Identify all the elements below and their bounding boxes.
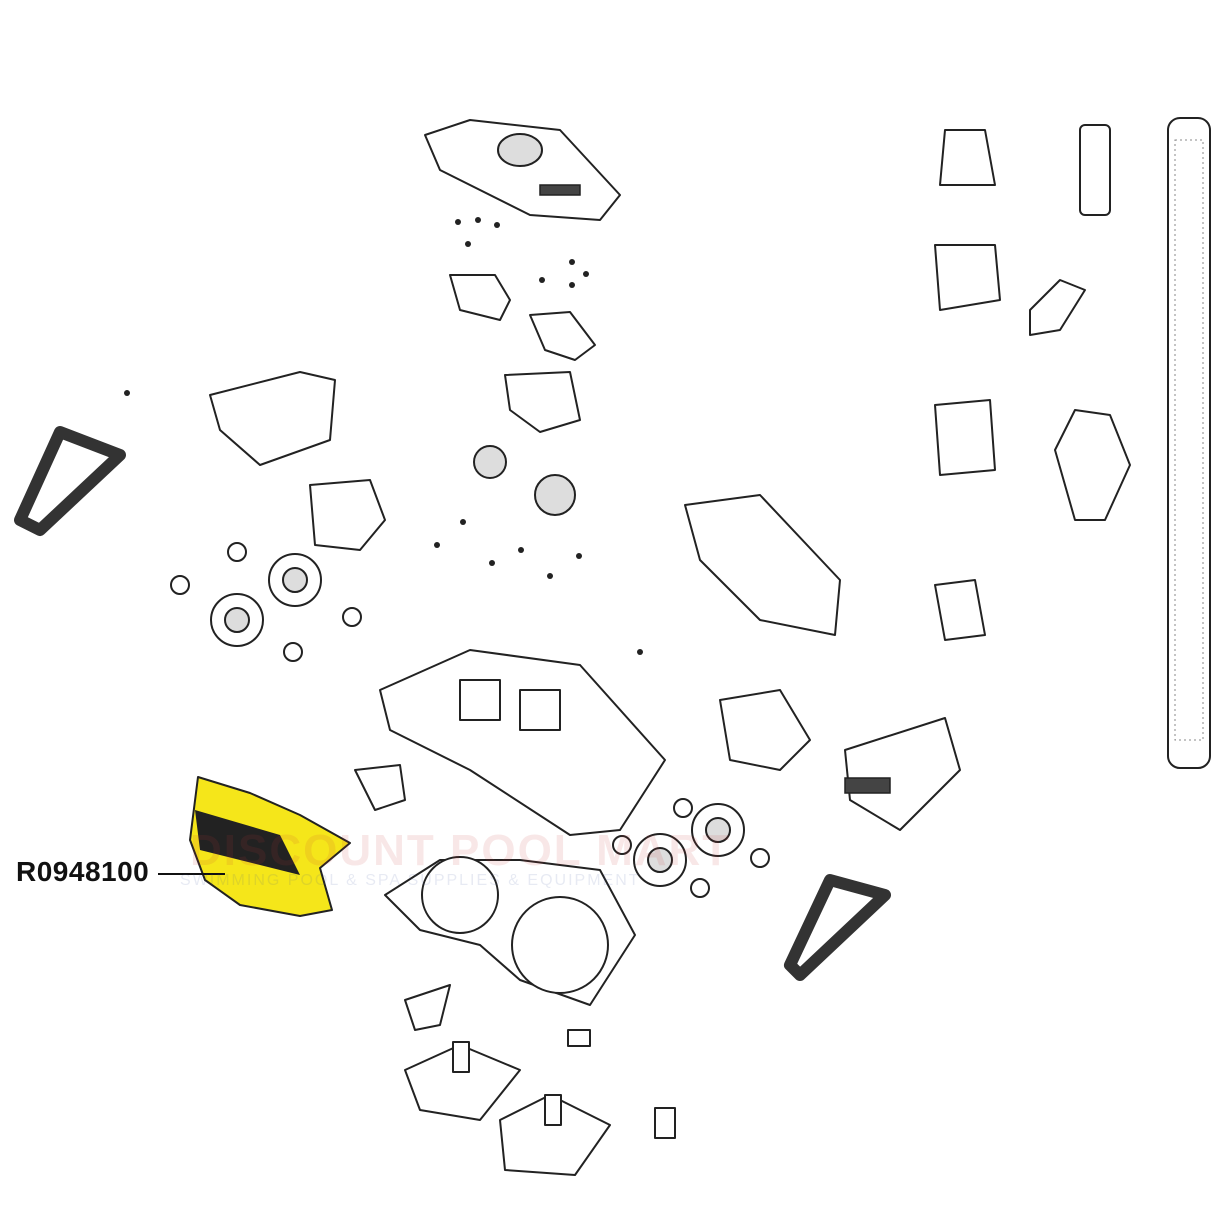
chassis [379,649,666,836]
bottom-plate [384,856,636,1006]
drive-components [209,274,961,831]
pods [354,764,676,1176]
tracks [14,426,891,981]
highlighted-part-R0948100[interactable] [189,776,351,917]
part-number-label: R0948100 [16,856,150,887]
top-cover [424,119,621,221]
watermark-title: DISCOUNT POOL MART [190,826,732,875]
screws [124,217,643,655]
wheels [170,542,770,898]
hose-fittings [934,117,1211,769]
watermark-subtitle: SWIMMING POOL & SPA SUPPLIES & EQUIPMENT [180,872,641,889]
